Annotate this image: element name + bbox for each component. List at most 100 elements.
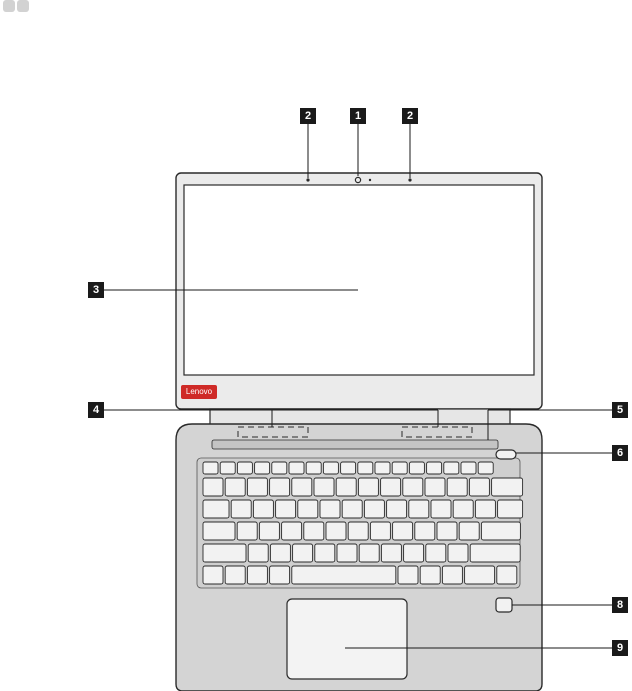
power-button[interactable] bbox=[496, 450, 516, 459]
header-square-icon bbox=[17, 0, 29, 12]
keyboard-key[interactable] bbox=[393, 522, 413, 540]
keyboard-key[interactable] bbox=[465, 566, 495, 584]
callout-air-vents: 5 bbox=[612, 402, 628, 418]
keyboard-key[interactable] bbox=[292, 478, 312, 496]
callout-display: 3 bbox=[88, 282, 104, 298]
keyboard-key[interactable] bbox=[425, 478, 445, 496]
keyboard-key[interactable] bbox=[237, 462, 252, 474]
keyboard-key[interactable] bbox=[459, 522, 479, 540]
keyboard-key[interactable] bbox=[289, 462, 304, 474]
header-square-icon bbox=[3, 0, 15, 12]
keyboard-key[interactable] bbox=[203, 544, 246, 562]
keyboard-key[interactable] bbox=[203, 478, 223, 496]
keyboard-key[interactable] bbox=[270, 478, 290, 496]
keyboard-key[interactable] bbox=[498, 500, 523, 518]
keyboard-key[interactable] bbox=[364, 500, 384, 518]
keyboard-key[interactable] bbox=[282, 522, 302, 540]
keyboard-key[interactable] bbox=[447, 478, 467, 496]
keyboard-key[interactable] bbox=[272, 462, 287, 474]
keyboard-key[interactable] bbox=[255, 462, 270, 474]
keyboard-key[interactable] bbox=[203, 566, 223, 584]
keyboard-key[interactable] bbox=[375, 462, 390, 474]
keyboard-key[interactable] bbox=[259, 522, 279, 540]
keyboard-key[interactable] bbox=[326, 522, 346, 540]
callout-touchpad: 9 bbox=[612, 640, 628, 656]
keyboard-key[interactable] bbox=[370, 522, 390, 540]
keyboard-key[interactable] bbox=[475, 500, 495, 518]
keyboard-key[interactable] bbox=[481, 522, 520, 540]
keyboard-key[interactable] bbox=[426, 544, 446, 562]
callout-fingerprint-reader: 8 bbox=[612, 597, 628, 613]
keyboard-key[interactable] bbox=[348, 522, 368, 540]
keyboard-key[interactable] bbox=[404, 544, 424, 562]
lenovo-logo: Lenovo bbox=[181, 385, 217, 399]
keyboard-key[interactable] bbox=[231, 500, 251, 518]
keyboard-key[interactable] bbox=[293, 544, 313, 562]
mic-left bbox=[306, 178, 309, 181]
speaker-vent bbox=[212, 440, 498, 449]
callout-power-button: 6 bbox=[612, 445, 628, 461]
mic-right bbox=[408, 178, 411, 181]
keyboard-key[interactable] bbox=[270, 544, 290, 562]
keyboard-key[interactable] bbox=[298, 500, 318, 518]
keyboard-key[interactable] bbox=[358, 478, 378, 496]
keyboard-key[interactable] bbox=[253, 500, 273, 518]
keyboard-key[interactable] bbox=[431, 500, 451, 518]
keyboard-key[interactable] bbox=[381, 478, 401, 496]
keyboard-key[interactable] bbox=[497, 566, 517, 584]
keyboard-key[interactable] bbox=[437, 522, 457, 540]
keyboard-key[interactable] bbox=[403, 478, 423, 496]
keyboard-key[interactable] bbox=[448, 544, 468, 562]
keyboard-key[interactable] bbox=[342, 500, 362, 518]
keyboard-key[interactable] bbox=[336, 478, 356, 496]
keyboard-key[interactable] bbox=[442, 566, 462, 584]
keyboard-key[interactable] bbox=[341, 462, 356, 474]
keyboard-key[interactable] bbox=[444, 462, 459, 474]
callout-antennas: 4 bbox=[88, 402, 104, 418]
keyboard-key[interactable] bbox=[220, 462, 235, 474]
keyboard-key[interactable] bbox=[387, 500, 407, 518]
keyboard bbox=[203, 462, 523, 584]
keyboard-key[interactable] bbox=[392, 462, 407, 474]
keyboard-key[interactable] bbox=[247, 478, 267, 496]
keyboard-key[interactable] bbox=[237, 522, 257, 540]
keyboard-key[interactable] bbox=[415, 522, 435, 540]
keyboard-key[interactable] bbox=[420, 566, 440, 584]
keyboard-key[interactable] bbox=[409, 500, 429, 518]
keyboard-key[interactable] bbox=[337, 544, 357, 562]
keyboard-key[interactable] bbox=[409, 462, 424, 474]
keyboard-key[interactable] bbox=[492, 478, 523, 496]
keyboard-key[interactable] bbox=[398, 566, 418, 584]
keyboard-key[interactable] bbox=[315, 544, 335, 562]
keyboard-key[interactable] bbox=[320, 500, 340, 518]
keyboard-key[interactable] bbox=[203, 500, 229, 518]
keyboard-key[interactable] bbox=[306, 462, 321, 474]
keyboard-key[interactable] bbox=[225, 478, 245, 496]
keyboard-key[interactable] bbox=[470, 544, 520, 562]
touchpad[interactable] bbox=[287, 599, 407, 679]
keyboard-key[interactable] bbox=[248, 544, 268, 562]
keyboard-key[interactable] bbox=[381, 544, 401, 562]
keyboard-key[interactable] bbox=[461, 462, 476, 474]
keyboard-key[interactable] bbox=[453, 500, 473, 518]
keyboard-key[interactable] bbox=[304, 522, 324, 540]
display-panel bbox=[184, 185, 534, 375]
callout-webcam: 1 bbox=[350, 108, 366, 124]
keyboard-key[interactable] bbox=[276, 500, 296, 518]
callout-mic-left: 2 bbox=[300, 108, 316, 124]
keyboard-key[interactable] bbox=[292, 566, 396, 584]
keyboard-key[interactable] bbox=[358, 462, 373, 474]
keyboard-key[interactable] bbox=[359, 544, 379, 562]
keyboard-key[interactable] bbox=[270, 566, 290, 584]
keyboard-key[interactable] bbox=[323, 462, 338, 474]
fingerprint-reader[interactable] bbox=[496, 598, 512, 612]
keyboard-key[interactable] bbox=[203, 462, 218, 474]
keyboard-key[interactable] bbox=[478, 462, 493, 474]
keyboard-key[interactable] bbox=[314, 478, 334, 496]
keyboard-key[interactable] bbox=[427, 462, 442, 474]
keyboard-key[interactable] bbox=[247, 566, 267, 584]
keyboard-key[interactable] bbox=[203, 522, 235, 540]
keyboard-key[interactable] bbox=[225, 566, 245, 584]
keyboard-key[interactable] bbox=[469, 478, 489, 496]
